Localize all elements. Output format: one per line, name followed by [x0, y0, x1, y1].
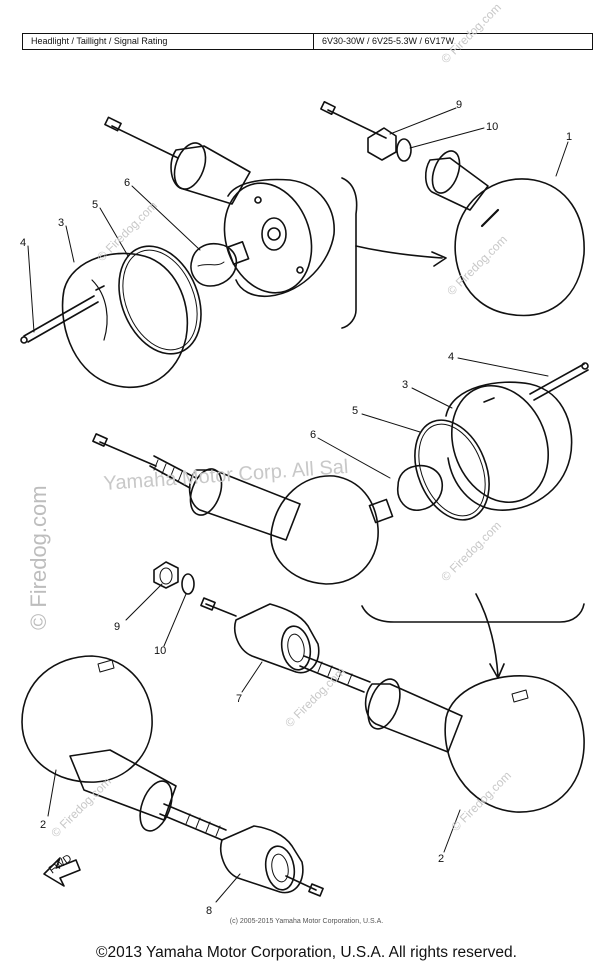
- stem-flange-middle: [189, 468, 223, 516]
- rating-table: Headlight / Taillight / Signal Rating 6V…: [22, 33, 593, 50]
- fwd-arrow-icon: [43, 857, 81, 887]
- nut-lower: [153, 561, 179, 589]
- watermark-small-7: © Firedog.com: [282, 664, 348, 730]
- bulb-socket-upper-left: [261, 217, 287, 251]
- lens-lower-left: [21, 655, 153, 783]
- housing-middle: [270, 475, 379, 585]
- wire-lead-middle: [99, 441, 157, 467]
- rating-value: 6V30-30W / 6V25-5.3W / 6V17W: [322, 36, 455, 46]
- wire-lead-upper-right: [327, 109, 387, 139]
- threaded-stud-lower-left: [159, 803, 227, 841]
- leader-lines: [27, 107, 569, 903]
- stem-lower-left: [69, 749, 177, 821]
- bulb-upper: [190, 241, 250, 287]
- housing-rim-upper-left: [223, 182, 313, 294]
- lens-mark-lower-left: [97, 659, 115, 673]
- callout-9-lower: 9: [114, 621, 120, 633]
- arrow-upper: [355, 245, 447, 267]
- wire-connector-middle: [92, 433, 108, 447]
- callout-4-middle: 4: [448, 351, 454, 363]
- watermark-small-1: © Firedog.com: [438, 0, 504, 66]
- gasket-ring-upper-inner: [122, 249, 198, 351]
- middle-assembly: [92, 433, 379, 585]
- housing-body-upper-left: [227, 178, 335, 298]
- lens-mark-lower-right: [511, 689, 529, 703]
- watermark-small-6: © Firedog.com: [448, 768, 514, 834]
- screw-upper-left: [20, 295, 99, 344]
- stud-threads-lower-left: [185, 813, 221, 837]
- callout-4-upper: 4: [20, 237, 26, 249]
- lower-right-assembly: [364, 675, 585, 813]
- bulb-middle: [368, 464, 444, 524]
- lower-left-assembly: [21, 655, 227, 841]
- callout-6-middle: 6: [310, 429, 316, 441]
- mount-screw-b: [296, 266, 304, 274]
- callout-2-right: 2: [438, 853, 444, 865]
- stem-middle: [188, 469, 301, 541]
- stem-flange-upper-right: [431, 150, 461, 194]
- wire-connector-upper-left: [104, 116, 122, 132]
- watermark-small-3: © Firedog.com: [444, 232, 510, 298]
- stem-flange-lower-left: [139, 780, 173, 832]
- callout-5-middle: 5: [352, 405, 358, 417]
- stem-flange-lower-right: [367, 678, 401, 730]
- gasket-ring-middle-inner: [418, 423, 486, 517]
- watermark-small-4: © Firedog.com: [438, 518, 504, 584]
- footer-copyright: ©2013 Yamaha Motor Corporation, U.S.A. A…: [96, 944, 517, 961]
- lens-upper-left: [61, 252, 189, 389]
- stem-upper-right: [424, 157, 489, 211]
- stem-flange-upper-left: [173, 142, 207, 190]
- callout-2-left: 2: [40, 819, 46, 831]
- upper-right-assembly: [320, 100, 585, 317]
- nut-upper: [367, 127, 397, 161]
- bracket-upper: [341, 177, 358, 329]
- wire-connector-upper-right: [320, 100, 336, 116]
- washer-lower: [181, 573, 195, 595]
- gasket-ring-middle: [414, 419, 490, 521]
- mount-screw-a: [254, 196, 262, 204]
- bracket-8: [220, 825, 324, 897]
- stud-threads-middle: [153, 459, 183, 483]
- rating-label: Headlight / Taillight / Signal Rating: [23, 34, 314, 49]
- watermark-main: © Firedog.com: [26, 485, 51, 630]
- arrow-lower: [475, 593, 505, 679]
- callout-1: 1: [566, 131, 572, 143]
- callout-3-upper: 3: [58, 217, 64, 229]
- bracket-7: [200, 597, 371, 693]
- screw-middle: [529, 362, 589, 401]
- lens-slot-upper-right: [480, 208, 500, 228]
- lens-middle: [445, 381, 573, 511]
- callout-6-upper: 6: [124, 177, 130, 189]
- inner-copyright: (c) 2005-2015 Yamaha Motor Corporation, …: [229, 918, 384, 925]
- washer-upper: [396, 138, 412, 162]
- lens-upper-right: [454, 178, 585, 317]
- callout-9-upper: 9: [456, 99, 462, 111]
- stem-upper-left: [170, 145, 251, 205]
- wire-lead-upper-left: [111, 125, 179, 159]
- upper-left-assembly: [104, 116, 335, 298]
- watermark-mid: Yamaha Motor Corp. All Sal: [103, 456, 349, 495]
- stem-lower-right: [364, 683, 463, 753]
- callout-3-middle: 3: [402, 379, 408, 391]
- callout-7: 7: [236, 693, 242, 705]
- callout-10-upper: 10: [486, 121, 498, 133]
- bracket-lower: [361, 603, 585, 623]
- socket-hole-upper-left: [267, 227, 281, 241]
- fwd-label: FWD: [47, 852, 74, 876]
- callout-8: 8: [206, 905, 212, 917]
- callout-10-lower: 10: [154, 645, 166, 657]
- callout-5-upper: 5: [92, 199, 98, 211]
- lens-lower-right: [444, 675, 585, 813]
